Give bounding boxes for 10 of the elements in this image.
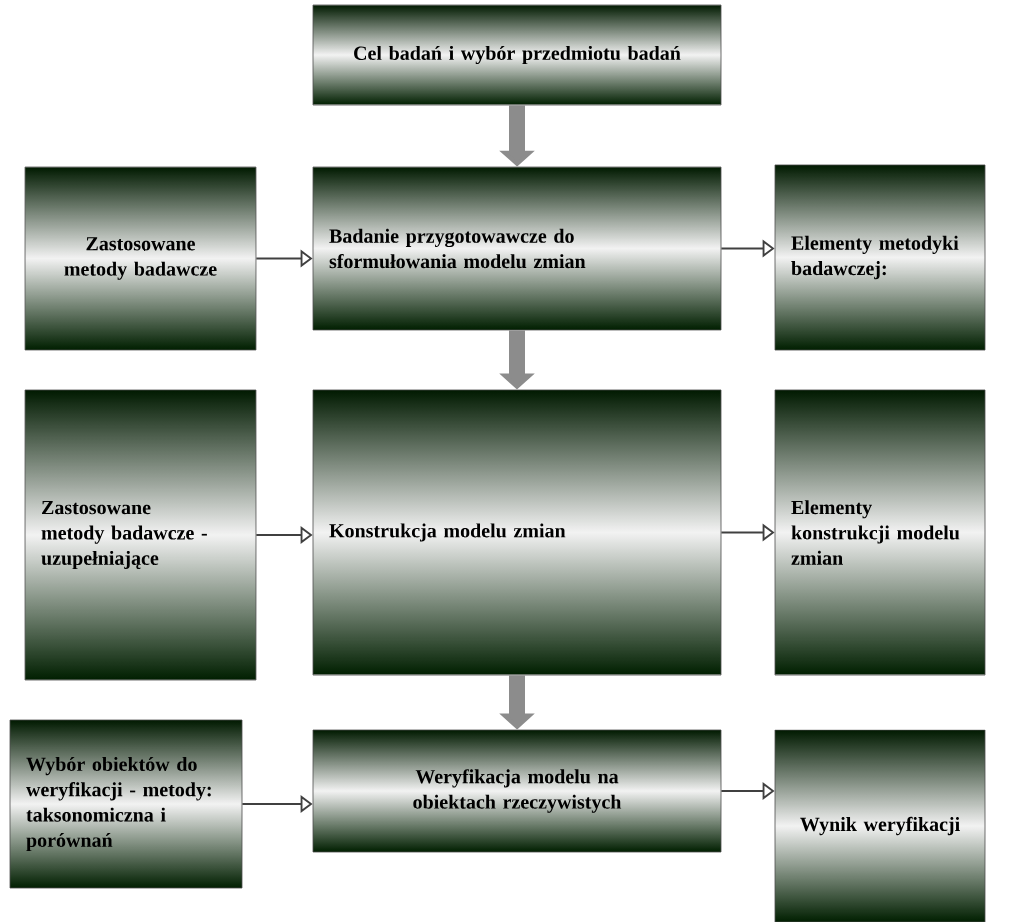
process-box: Elementy konstrukcji modelu zmian: [774, 389, 986, 676]
process-box: Zastosowane metody badawcze - uzupełniające: [24, 389, 257, 681]
process-box: Wynik weryfikacji: [774, 729, 986, 922]
process-box: Cel badań i wybór przedmiotu badań: [312, 4, 722, 106]
process-box: Elementy metodyki badawczej:: [774, 164, 986, 351]
process-box: Zastosowane metody badawcze: [24, 166, 257, 351]
process-box: Badanie przygotowawcze do sformułowania modelu zmian: [312, 166, 722, 331]
process-box: Weryfikacja modelu na obiektach rzeczywistych: [312, 729, 722, 853]
process-box: Wybór obiektów do weryfikacji - metody: taksonomiczna i porównań: [9, 719, 243, 889]
process-box: Konstrukcja modelu zmian: [312, 389, 722, 676]
